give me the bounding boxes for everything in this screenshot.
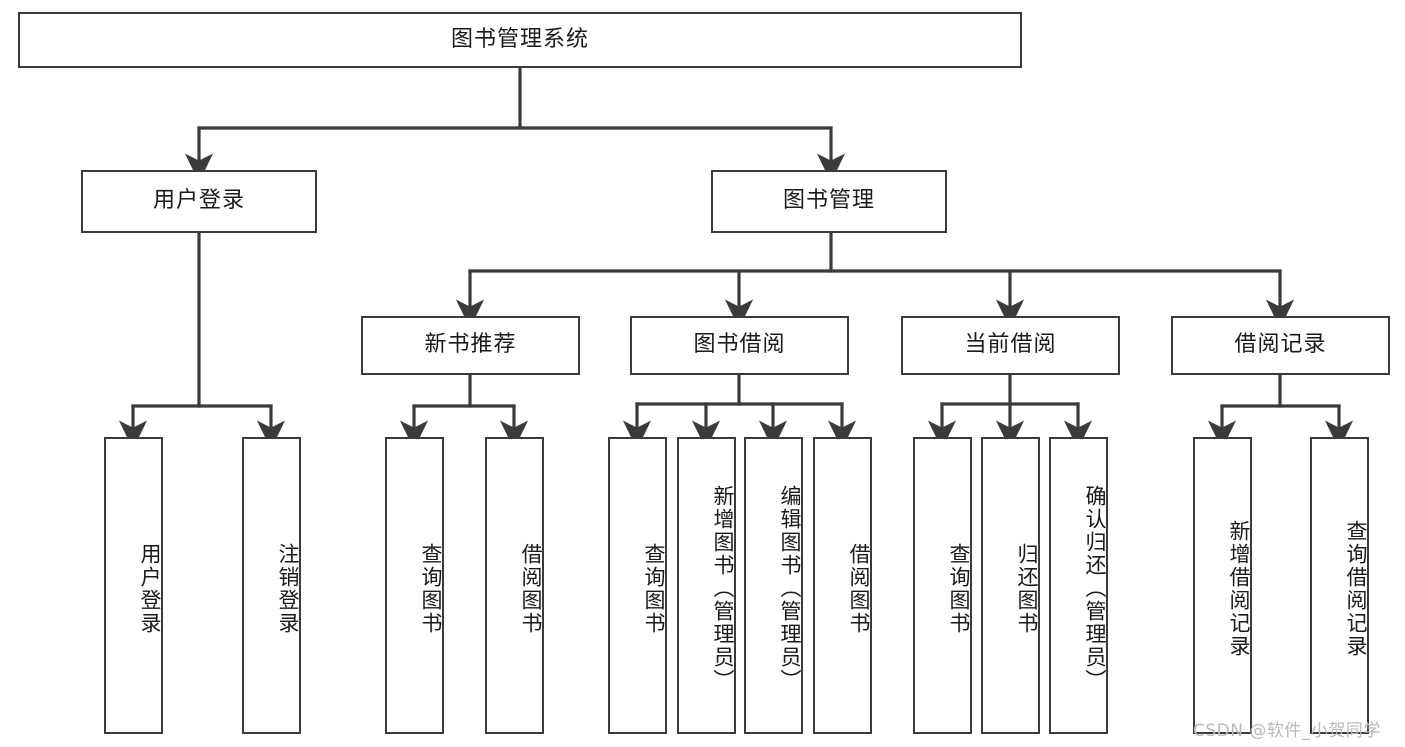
leaf-borrow-borrow-book[interactable]: 借阅图书 [813, 437, 872, 734]
node-root-system[interactable]: 图书管理系统 [18, 12, 1022, 68]
leaf-records-add-record[interactable]: 新增借阅记录 [1193, 437, 1252, 734]
node-borrow-records[interactable]: 借阅记录 [1171, 316, 1390, 375]
leaf-current-confirm-return-admin[interactable]: 确认归还（管理员） [1049, 437, 1108, 734]
leaf-records-query-record[interactable]: 查询借阅记录 [1310, 437, 1369, 734]
leaf-borrow-query-book[interactable]: 查询图书 [608, 437, 667, 734]
leaf-user-login-signin[interactable]: 用户登录 [104, 437, 163, 734]
leaf-current-query-book[interactable]: 查询图书 [913, 437, 972, 734]
node-current-borrow[interactable]: 当前借阅 [901, 316, 1120, 375]
leaf-borrow-add-book-admin[interactable]: 新增图书（管理员） [677, 437, 736, 734]
leaf-borrow-edit-book-admin[interactable]: 编辑图书（管理员） [744, 437, 803, 734]
leaf-new-book-borrow[interactable]: 借阅图书 [485, 437, 544, 734]
node-book-management[interactable]: 图书管理 [711, 170, 947, 233]
node-user-login[interactable]: 用户登录 [81, 170, 317, 233]
node-book-borrow[interactable]: 图书借阅 [630, 316, 849, 375]
leaf-user-login-signout[interactable]: 注销登录 [242, 437, 301, 734]
leaf-current-return-book[interactable]: 归还图书 [981, 437, 1040, 734]
node-new-book-recommend[interactable]: 新书推荐 [361, 316, 580, 375]
leaf-new-book-query[interactable]: 查询图书 [385, 437, 444, 734]
